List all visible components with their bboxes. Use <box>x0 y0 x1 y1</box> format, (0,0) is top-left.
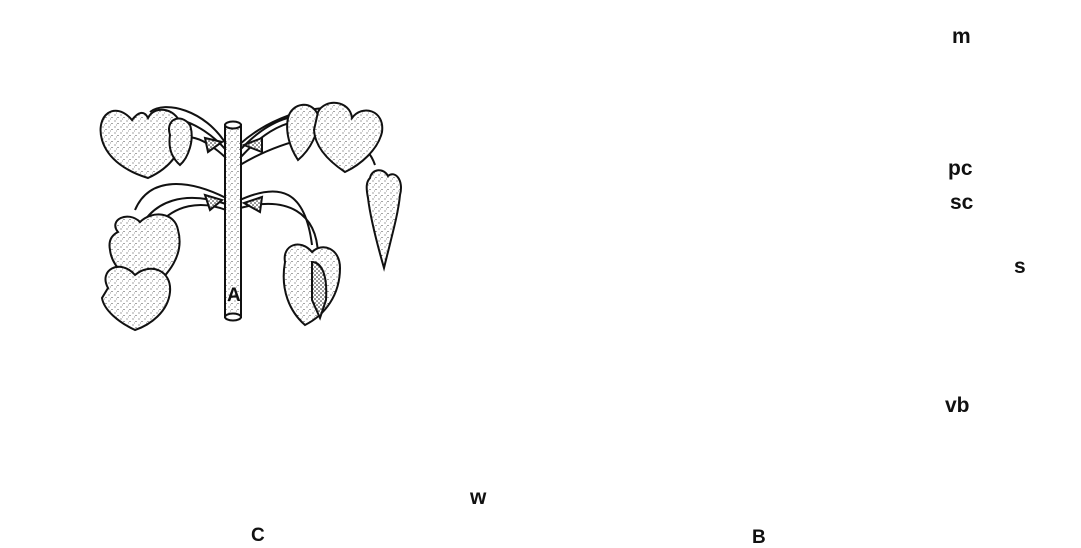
panel-label-a: A <box>227 286 241 305</box>
part-label-pc: pc <box>948 158 973 179</box>
panel-a-inflorescence <box>101 103 401 330</box>
part-label-w: w <box>470 487 486 508</box>
panel-label-c: C <box>251 526 265 545</box>
part-label-sc: sc <box>950 192 973 213</box>
fruit-hanging-right <box>367 170 401 268</box>
part-label-s: s <box>1014 256 1026 277</box>
fruit-lower-left-2 <box>102 267 170 330</box>
fruit-upper-right-2 <box>314 103 382 172</box>
stem-cut-bottom <box>225 314 241 321</box>
stem-cut-top <box>225 122 241 129</box>
fruit-lower-right <box>284 245 340 325</box>
part-label-vb: vb <box>945 395 970 416</box>
panel-label-b: B <box>752 528 766 547</box>
part-label-m: m <box>952 26 971 47</box>
